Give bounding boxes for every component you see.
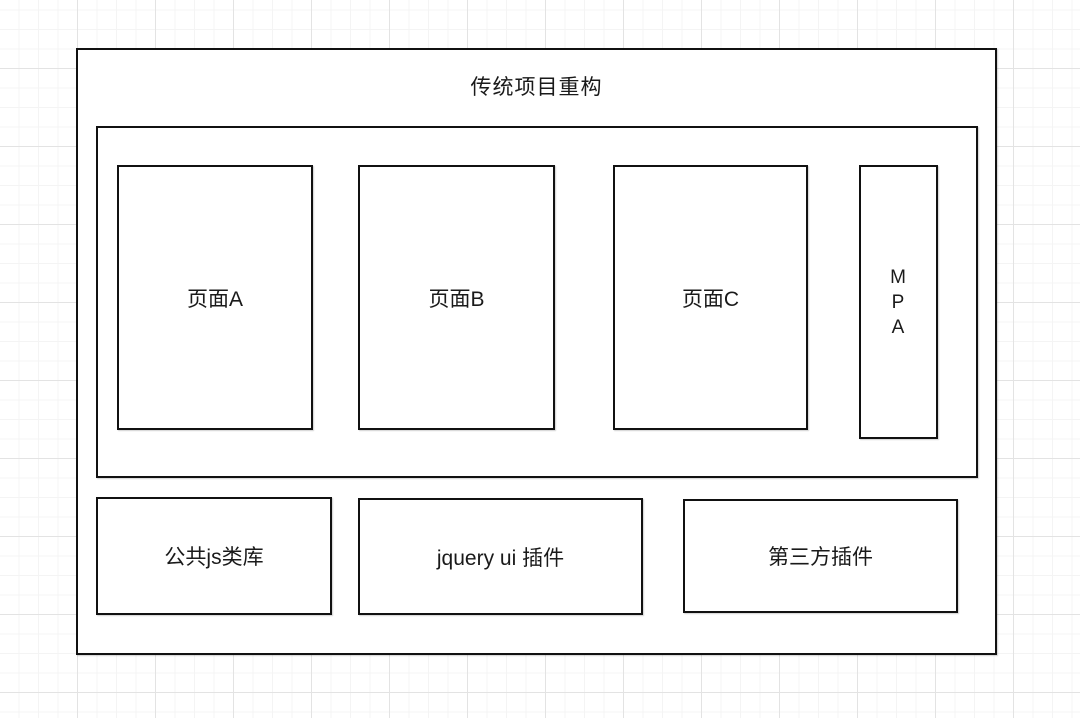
third-party-plugin-box: 第三方插件: [683, 499, 958, 613]
mpa-box: M P A: [859, 165, 938, 439]
jquery-ui-plugin-box: jquery ui 插件: [358, 498, 643, 615]
common-js-library-box: 公共js类库: [96, 497, 332, 615]
page-a-box: 页面A: [117, 165, 313, 430]
diagram-title: 传统项目重构: [470, 76, 603, 99]
page-c-box: 页面C: [613, 165, 808, 430]
page-b-box: 页面B: [358, 165, 555, 430]
